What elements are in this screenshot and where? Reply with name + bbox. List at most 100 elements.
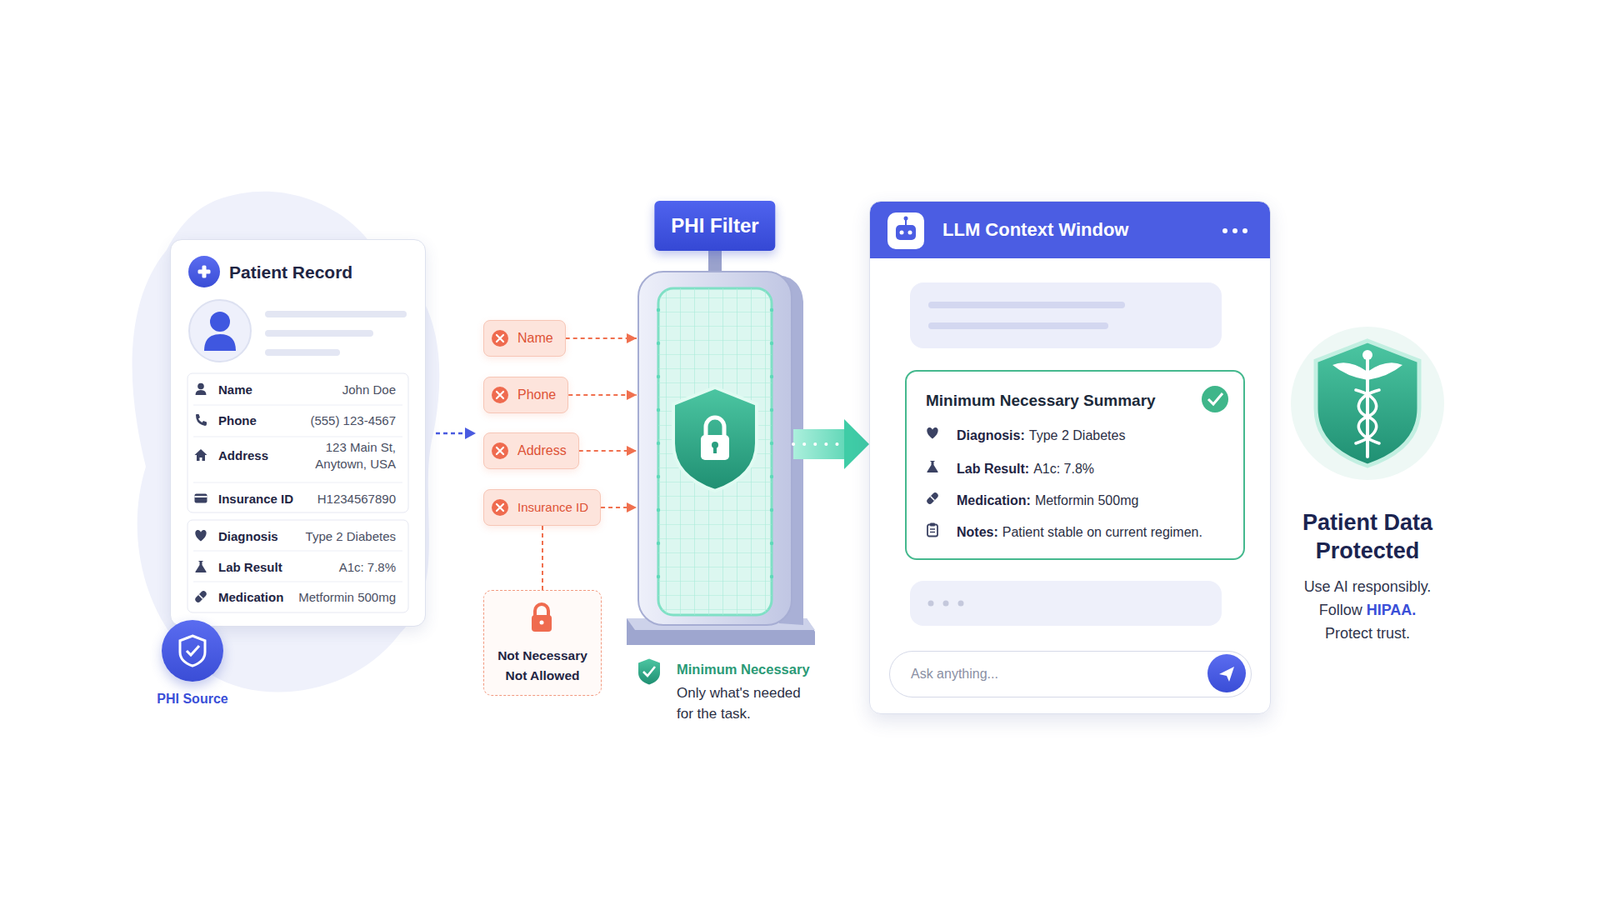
field-value: Metformin 500mg <box>1035 492 1140 510</box>
house-icon <box>195 449 208 461</box>
check-shield-icon <box>638 659 660 685</box>
record-card-art <box>193 550 403 552</box>
record-card-art <box>265 330 374 337</box>
remove-icon <box>491 386 509 404</box>
pill-icon <box>925 491 940 505</box>
field-value: Patient stable on current regimen. <box>1002 524 1203 541</box>
dashed-connector <box>579 450 637 452</box>
record-card-art <box>193 482 403 484</box>
record-card-art <box>210 311 230 332</box>
side-highlight: HIPAA. <box>1366 598 1417 622</box>
window-art <box>908 230 913 235</box>
filter-gate-illustration <box>656 441 660 445</box>
remove-icon <box>491 330 509 516</box>
clip-icon <box>930 523 935 527</box>
note-text: Only what's needed for the task. <box>676 682 815 725</box>
protection-emblem <box>1355 390 1380 444</box>
connectors <box>542 338 845 590</box>
window-art <box>928 322 1109 330</box>
window-art <box>1242 228 1248 234</box>
field-value: 123 Main St, Anytown, USA <box>291 439 396 473</box>
record-card-art <box>265 310 407 318</box>
filter-sign: PHI Filter <box>654 200 775 251</box>
field-name: Medication <box>218 589 284 606</box>
field-value: H1234567890 <box>317 490 396 508</box>
summary-title: Minimum Necessary Summary <box>925 390 1156 411</box>
arrow-dots <box>793 442 845 446</box>
field-name: Address <box>218 447 269 465</box>
field-name: Notes: <box>956 524 999 541</box>
record-card-art <box>187 373 409 513</box>
field-value: John Doe <box>342 381 396 399</box>
filter-gate: PHI Filter <box>636 200 794 643</box>
record-card-art <box>193 405 403 406</box>
node-label: PHI Source <box>156 691 228 707</box>
note-heading: Minimum Necessary <box>676 660 810 679</box>
filter-gate-illustration <box>705 417 725 437</box>
flow-arrow <box>435 427 476 440</box>
side-text: Follow <box>1319 598 1363 622</box>
field-name: Diagnosis <box>218 528 279 545</box>
summary-art <box>925 385 1229 537</box>
filter-gate-illustration <box>658 288 772 615</box>
summary-row: Lab Result:A1c: 7.8% <box>956 460 1095 478</box>
record-card-art <box>193 581 403 583</box>
window-art <box>1222 228 1228 234</box>
remove-icon <box>496 335 504 342</box>
house-icon <box>195 449 208 461</box>
field-value: A1c: 7.8% <box>1033 460 1095 478</box>
phone-icon <box>195 414 207 426</box>
record-card-art <box>188 255 220 288</box>
protection-emblem <box>1367 362 1403 380</box>
window-art <box>1207 654 1246 693</box>
chip-label: Address <box>517 433 567 469</box>
field-value: (555) 123-4567 <box>310 412 396 430</box>
filter-gate-illustration <box>658 288 772 615</box>
phone-icon <box>195 414 207 426</box>
summary-art <box>1208 393 1223 405</box>
lock-icon <box>531 604 552 632</box>
field-name: Phone <box>218 412 257 430</box>
filter-gate-illustration <box>656 408 660 412</box>
field-name: Lab Result: <box>956 460 1030 478</box>
record-card-art <box>187 255 409 613</box>
clip-icon <box>927 525 938 537</box>
window-art <box>910 580 1222 626</box>
field-name: Diagnosis: <box>956 427 1025 445</box>
summary-row: Medication:Metformin 500mg <box>956 492 1139 510</box>
clip-icon <box>930 528 935 530</box>
pill-icon <box>199 595 204 600</box>
context-window: Minimum Necessary SummaryDiagnosis:Type … <box>869 200 1271 715</box>
filter-gate-illustration <box>638 271 792 625</box>
heart-icon <box>195 530 206 542</box>
filter-gate-illustration <box>770 575 774 579</box>
side-text: Protect trust. <box>1275 621 1460 645</box>
lock-icon <box>540 620 545 625</box>
dashed-connector <box>541 525 544 590</box>
window-art <box>904 216 909 221</box>
remove-icon <box>491 330 509 347</box>
window-art <box>910 282 1222 349</box>
input-box: Ask anything... <box>889 650 1252 698</box>
record-card-art <box>189 300 251 362</box>
pill-icon <box>194 590 208 604</box>
filter-gate-illustration <box>656 308 660 312</box>
lock-icon <box>531 615 552 632</box>
record-card-art <box>265 349 340 356</box>
window-art <box>928 600 935 607</box>
flask-icon <box>926 460 938 473</box>
flask-icon <box>926 460 938 473</box>
background-blob <box>132 191 440 693</box>
card-icon <box>195 495 208 498</box>
flask-icon <box>195 560 206 573</box>
flow-arrow <box>435 432 467 435</box>
remove-icon <box>491 442 509 460</box>
shield-icon <box>180 635 205 666</box>
remove-icon <box>496 391 504 399</box>
clip-icon <box>927 523 938 537</box>
filter-gate-illustration <box>656 475 660 479</box>
filter-gate-illustration <box>770 441 774 445</box>
window-art <box>887 212 925 250</box>
protection-emblem <box>1355 390 1380 444</box>
field-name: Name <box>218 381 253 399</box>
